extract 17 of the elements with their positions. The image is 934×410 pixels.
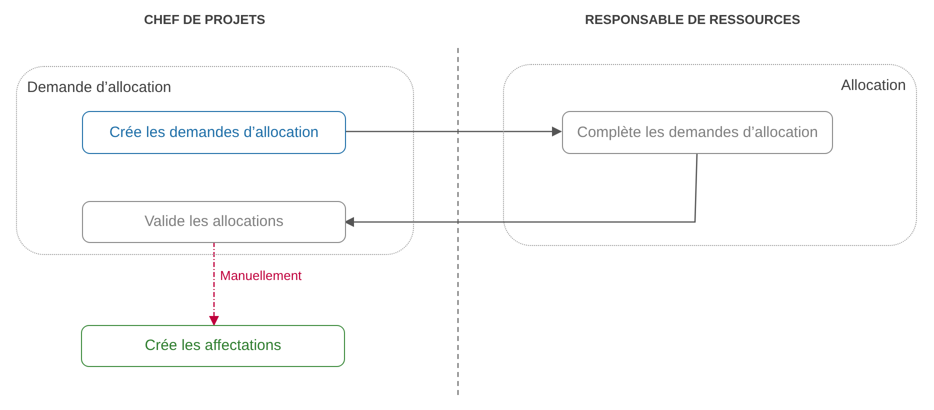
process-box: [82, 201, 346, 243]
process-box: [562, 111, 833, 154]
process-box: [81, 325, 345, 367]
lane-heading: RESPONSABLE DE RESSOURCES: [585, 12, 800, 27]
step-text: Complète les demandes d’allocation: [576, 124, 819, 142]
arrow: [209, 242, 219, 326]
edge-label: Manuellement: [218, 268, 304, 282]
lane-heading: CHEF DE PROJETS: [144, 12, 266, 27]
step-text: Crée les demandes d’allocation: [108, 124, 320, 142]
group-title: Demande d’allocation: [27, 79, 172, 96]
step-text: Crée les affectations: [144, 337, 282, 355]
arrow: [345, 126, 562, 136]
step-text: Valide les allocations: [144, 213, 284, 231]
process-box: [82, 111, 346, 154]
swimlane-group: [503, 64, 917, 246]
swimlane-group: [16, 66, 414, 255]
group-title: Allocation: [840, 77, 906, 94]
